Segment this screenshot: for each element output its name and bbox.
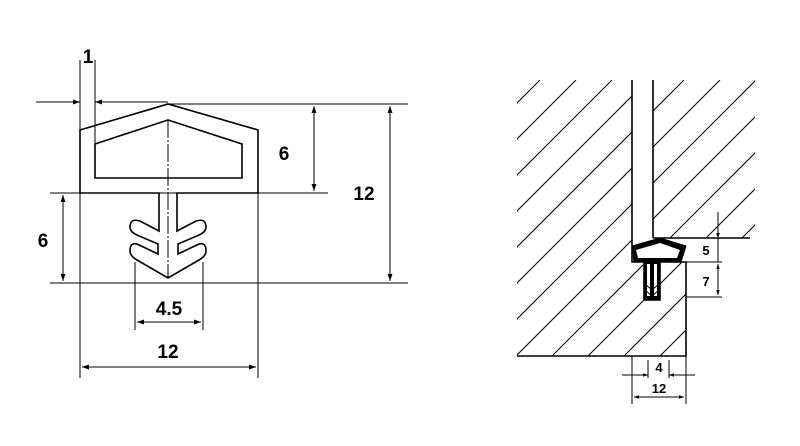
dim-label-stem-height: 6 [38, 231, 49, 252]
installation-section-drawing: 5 7 4 12 [517, 80, 755, 404]
frame-rebate-outline [517, 248, 687, 357]
dim-label-total-height: 12 [353, 184, 374, 205]
dim-label-total-width: 12 [157, 342, 178, 363]
dim-label-stem-depth: 7 [702, 274, 709, 289]
seal-profile-drawing: 1 6 12 6 4.5 12 [36, 47, 408, 378]
dim-label-head-height: 6 [279, 144, 290, 165]
dim-label-wall-thickness: 1 [83, 47, 94, 68]
dim-label-fin-width: 4.5 [156, 299, 183, 320]
dim-label-head-depth: 5 [702, 243, 709, 258]
dim-label-rebate-width: 12 [652, 381, 666, 396]
seal-hollow-chamber [94, 119, 243, 179]
seal-profile-outline [79, 103, 259, 279]
dim-label-groove-width: 4 [655, 360, 663, 375]
